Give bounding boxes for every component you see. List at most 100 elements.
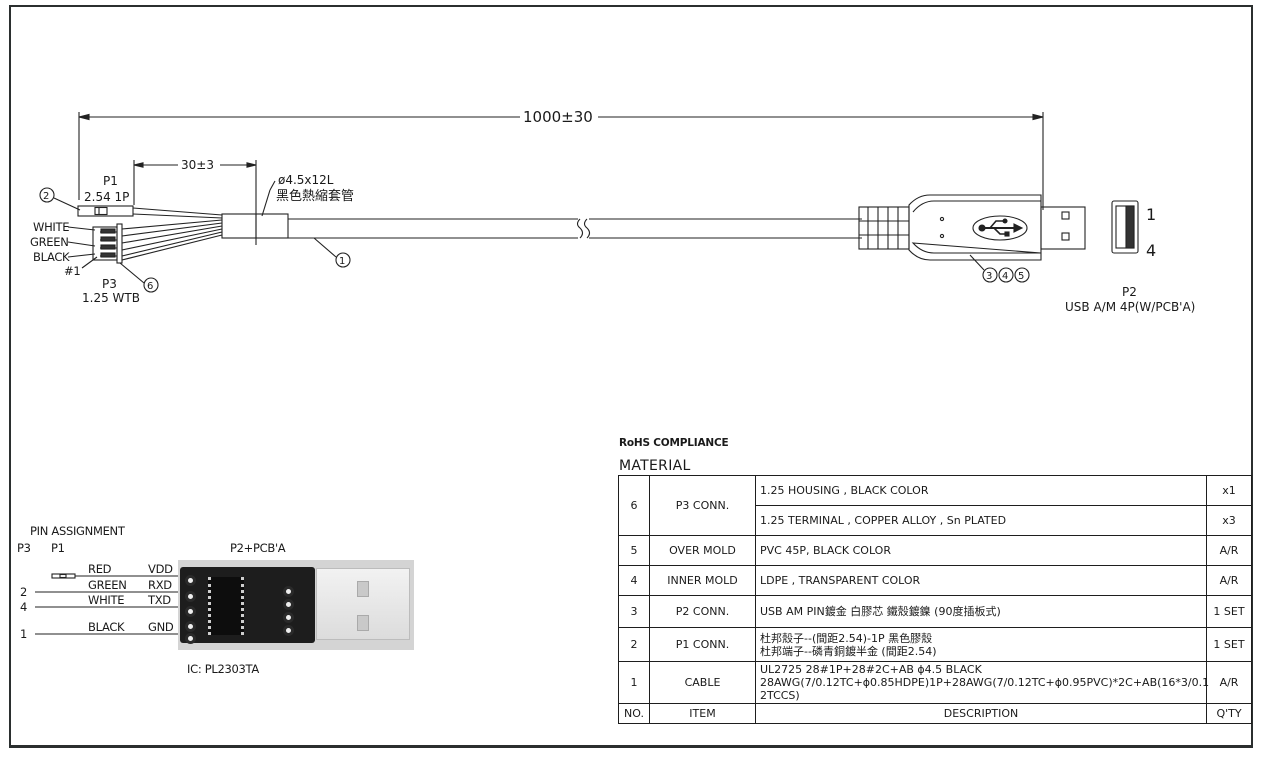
bom-desc-line: 杜邦殼子--(間距2.54)-1P 黑色膠殼 (760, 631, 933, 645)
bom-no: 4 (618, 565, 650, 596)
p3-wire-white: WHITE (33, 220, 69, 234)
usb-icon (978, 218, 1024, 237)
bom-item: P2 CONN. (649, 595, 756, 628)
bom-desc: 1.25 TERMINAL , COPPER ALLOY , Sn PLATED (755, 505, 1207, 536)
pin-assignment: PIN ASSIGNMENT P3 P1 P2+PCB'A RED VDD 2 … (17, 524, 286, 676)
bom-desc-line: UL2725 28#1P+28#2C+AB ϕ4.5 BLACK (760, 663, 982, 676)
pcb-pad (185, 575, 196, 586)
p3-spec: 1.25 WTB (82, 291, 140, 305)
p3-name: P3 (102, 277, 117, 291)
bom-item: INNER MOLD (649, 565, 756, 596)
photo-title: P2+PCB'A (230, 541, 286, 555)
pcb-pad (185, 591, 196, 602)
pin-row-4-signal: GND (148, 620, 174, 634)
cable-balloon: 1 (339, 256, 345, 267)
pcb-pad (185, 621, 196, 632)
bom-no: 5 (618, 535, 650, 566)
p2-name: P2 (1122, 285, 1137, 299)
pcb-pad (283, 586, 294, 597)
bom-table: 6 P3 CONN. 1.25 HOUSING , BLACK COLOR x1… (618, 475, 1252, 724)
pcb-pad (283, 599, 294, 610)
bom-item: P3 CONN. (649, 475, 756, 536)
usb-slot (357, 615, 369, 631)
overall-length-label: 1000±30 (523, 108, 593, 126)
pin-assignment-title: PIN ASSIGNMENT (30, 524, 126, 538)
pcb-photo (178, 560, 414, 650)
bom-desc: PVC 45P, BLACK COLOR (755, 535, 1207, 566)
bom-qty: 1 SET (1206, 595, 1252, 628)
table-row: 3 P2 CONN. USB AM PIN鍍金 白膠芯 鐵殼鍍鎳 (90度插板式… (618, 595, 1252, 628)
bom-qty: x1 (1206, 475, 1252, 506)
pin-assignment-col-p1: P1 (51, 541, 65, 555)
p3-pin1-label: #1 (64, 264, 80, 278)
rohs-compliance-label: RoHS COMPLIANCE (619, 437, 729, 449)
bom-desc: 1.25 HOUSING , BLACK COLOR (755, 475, 1207, 506)
pin-row-4-color: BLACK (88, 620, 125, 634)
p2-spec: USB A/M 4P(W/PCB'A) (1065, 300, 1195, 314)
usb-plug-photo (316, 568, 410, 640)
pin-row-3-signal: TXD (147, 593, 171, 607)
pcb-pad (185, 606, 196, 617)
bom-desc-line: 2TCCS) (760, 689, 800, 702)
p2-balloon-4: 4 (1002, 271, 1008, 282)
bom-header-item: ITEM (649, 703, 756, 724)
heat-shrink-spec: ø4.5x12L (278, 173, 334, 187)
cable-shape (221, 180, 862, 268)
bom-no: 6 (618, 475, 650, 536)
bom-header-description: DESCRIPTION (755, 703, 1207, 724)
material-title: MATERIAL (619, 458, 691, 474)
bom-desc: 杜邦殼子--(間距2.54)-1P 黑色膠殼 杜邦端子--磷青銅鍍半金 (間距2… (755, 627, 1207, 662)
bom-qty: x3 (1206, 505, 1252, 536)
heat-shrink-description: 黑色熱縮套管 (276, 188, 354, 204)
pin-row-1-signal: VDD (148, 562, 173, 576)
pcb-pad (185, 633, 196, 644)
pin-assignment-col-p3: P3 (17, 541, 31, 555)
pin-row-3-color: WHITE (88, 593, 124, 607)
pin-row-1-color: RED (88, 562, 112, 576)
bom-desc-line: 28AWG(7/0.12TC+ϕ0.85HDPE)1P+28AWG(7/0.12… (760, 676, 1210, 689)
p2-pin-1-label: 1 (1146, 205, 1156, 224)
p3-wire-green: GREEN (30, 235, 69, 249)
bom-header-qty: Q'TY (1206, 703, 1252, 724)
table-row: 6 P3 CONN. 1.25 HOUSING , BLACK COLOR x1 (618, 475, 1252, 536)
p1-name: P1 (103, 174, 118, 188)
usb-slot (357, 581, 369, 597)
p3-connector-shape (67, 219, 223, 293)
table-header-row: NO. ITEM DESCRIPTION Q'TY (618, 703, 1252, 724)
breakout-length-label: 30±3 (181, 158, 214, 172)
bom-no: 2 (618, 627, 650, 662)
table-row: 1.25 TERMINAL , COPPER ALLOY , Sn PLATED… (619, 505, 1252, 536)
pin-row-3-p3: 4 (20, 600, 27, 614)
table-row: 1 CABLE UL2725 28#1P+28#2C+AB ϕ4.5 BLACK… (618, 661, 1252, 704)
pin-row-2-signal: RXD (148, 578, 172, 592)
pin-row-2-p3: 2 (20, 585, 27, 599)
bom-desc: USB AM PIN鍍金 白膠芯 鐵殼鍍鎳 (90度插板式) (755, 595, 1207, 628)
p1-connector-shape (39, 187, 223, 219)
drawing-frame (9, 5, 1253, 748)
pcb-pad (283, 612, 294, 623)
ic-chip (208, 577, 244, 635)
bom-desc: LDPE , TRANSPARENT COLOR (755, 565, 1207, 596)
p1-balloon: 2 (43, 191, 49, 202)
p3-wire-black: BLACK (33, 250, 70, 264)
bom-qty: A/R (1206, 535, 1252, 566)
bom-qty: A/R (1206, 661, 1252, 704)
pin-row-2-color: GREEN (88, 578, 127, 592)
bom-item: P1 CONN. (649, 627, 756, 662)
pin-row-4-p3: 1 (20, 627, 27, 641)
overall-dimension (78, 112, 1044, 210)
p3-balloon: 6 (147, 281, 153, 292)
usb-plug-shape (858, 194, 1086, 283)
bom-item: OVER MOLD (649, 535, 756, 566)
table-row: 4 INNER MOLD LDPE , TRANSPARENT COLOR A/… (618, 565, 1252, 596)
p2-balloon-5: 5 (1018, 271, 1024, 282)
bom-no: 1 (618, 661, 650, 704)
p1-spec: 2.54 1P (84, 190, 129, 204)
bom-item: CABLE (649, 661, 756, 704)
bom-desc-line: 杜邦端子--磷青銅鍍半金 (間距2.54) (760, 644, 937, 658)
ic-label: IC: PL2303TA (187, 662, 259, 676)
pcb-pad (283, 625, 294, 636)
p2-balloon-3: 3 (986, 271, 992, 282)
bom-qty: A/R (1206, 565, 1252, 596)
bom-no: 3 (618, 595, 650, 628)
